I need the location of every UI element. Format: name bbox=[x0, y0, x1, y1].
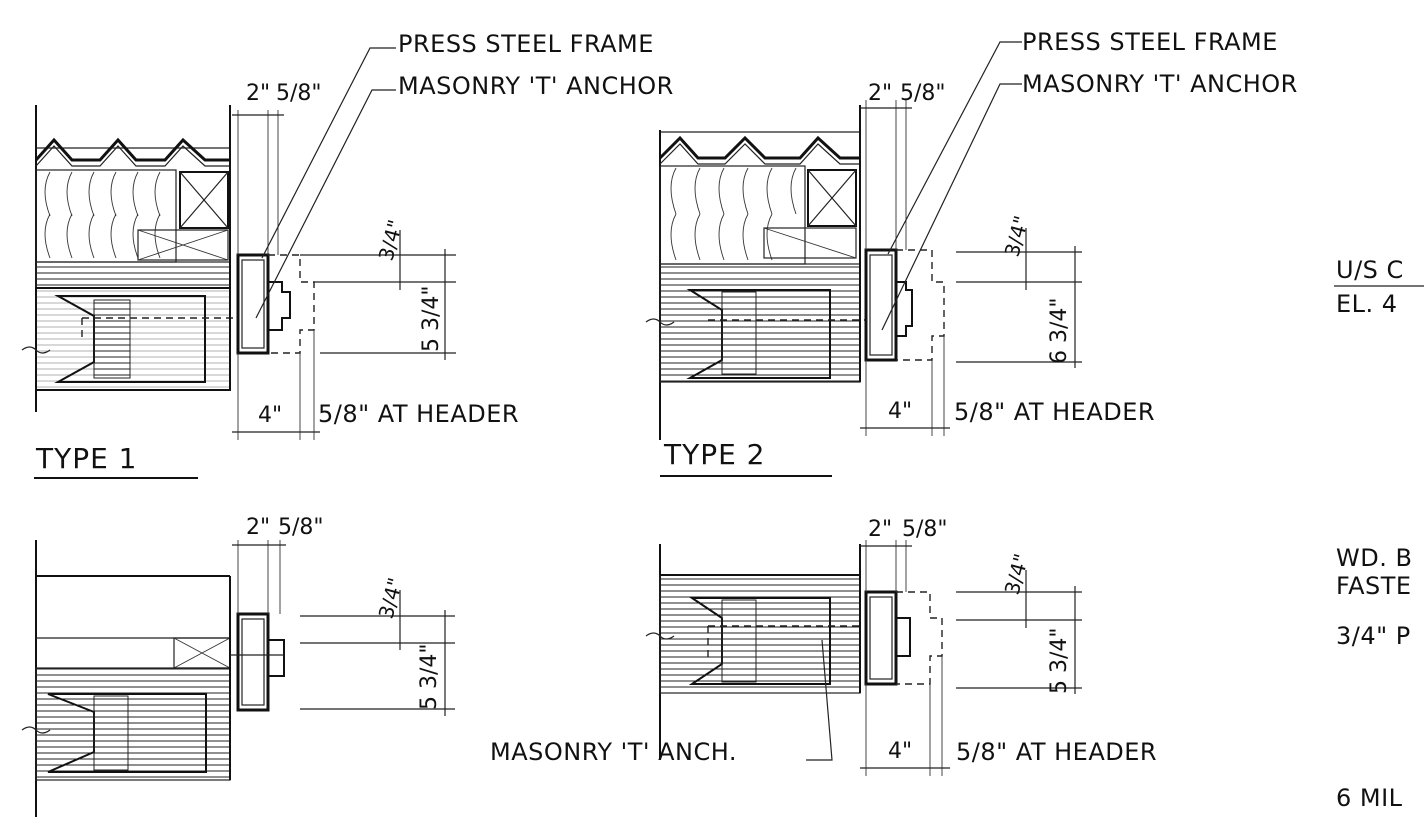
note-plywood: 3/4" P bbox=[1336, 622, 1411, 650]
note-wd-line1: WD. B bbox=[1336, 544, 1412, 572]
steel-frame bbox=[230, 612, 285, 712]
callout-masonry-anchor: MASONRY 'T' ANCH. bbox=[490, 738, 737, 766]
note-at-header: 5/8" AT HEADER bbox=[318, 400, 519, 428]
dim-5-8-inch: 5/8" bbox=[276, 81, 322, 106]
wall-assembly bbox=[21, 105, 238, 412]
right-notes: U/S C EL. 4 WD. B FASTE 3/4" P 6 MIL bbox=[1334, 256, 1424, 812]
detail-title: TYPE 1 bbox=[35, 442, 138, 475]
dim-4-inch: 4" bbox=[888, 739, 912, 764]
dim-2-inch: 2" bbox=[868, 517, 892, 542]
wall-assembly bbox=[21, 540, 231, 817]
note-at-header: 5/8" AT HEADER bbox=[956, 738, 1157, 766]
dimensions bbox=[232, 110, 456, 440]
dim-3-4-inch: 3/4" bbox=[374, 575, 408, 621]
leaders bbox=[255, 47, 396, 319]
dimensions bbox=[232, 540, 455, 716]
callout-press-steel-frame: PRESS STEEL FRAME bbox=[1022, 28, 1278, 56]
detail-type-2: PRESS STEEL FRAME MASONRY 'T' ANCHOR 2" … bbox=[645, 28, 1298, 477]
steel-frame bbox=[864, 248, 945, 362]
detail-type-4: 2" 5/8" 3/4" 5 3/4" 4" 5/8" AT HEADER MA… bbox=[490, 517, 1157, 776]
dim-2-inch: 2" bbox=[868, 81, 892, 106]
wall-assembly bbox=[645, 105, 866, 440]
dimensions bbox=[860, 100, 1082, 436]
dim-height: 5 3/4" bbox=[419, 285, 444, 352]
steel-frame bbox=[864, 590, 943, 686]
dim-3-4-inch: 3/4" bbox=[374, 217, 408, 263]
dim-5-8-inch: 5/8" bbox=[900, 81, 946, 106]
dim-2-inch: 2" bbox=[246, 81, 270, 106]
note-6-mil: 6 MIL bbox=[1336, 784, 1403, 812]
dim-height: 5 3/4" bbox=[417, 643, 442, 710]
note-el-line2: EL. 4 bbox=[1336, 290, 1398, 318]
detail-title: TYPE 2 bbox=[663, 438, 766, 471]
dim-4-inch: 4" bbox=[258, 403, 282, 428]
note-wd-line2: FASTE bbox=[1336, 572, 1412, 600]
leaders bbox=[806, 639, 833, 761]
callout-masonry-anchor: MASONRY 'T' ANCHOR bbox=[398, 72, 674, 100]
dim-height: 5 3/4" bbox=[1047, 627, 1072, 694]
note-at-header: 5/8" AT HEADER bbox=[954, 398, 1155, 426]
dim-4-inch: 4" bbox=[888, 399, 912, 424]
wall-assembly bbox=[645, 544, 861, 760]
dim-2-inch: 2" bbox=[246, 515, 270, 540]
detail-type-1: PRESS STEEL FRAME MASONRY 'T' ANCHOR 2" … bbox=[21, 30, 674, 479]
detail-type-3: 2" 5/8" 3/4" 5 3/4" bbox=[21, 515, 455, 817]
dim-5-8-inch: 5/8" bbox=[902, 517, 948, 542]
dim-3-4-inch: 3/4" bbox=[1000, 551, 1034, 597]
dimensions bbox=[860, 540, 1082, 776]
note-us-line1: U/S C bbox=[1336, 256, 1404, 284]
dim-5-8-inch: 5/8" bbox=[278, 515, 324, 540]
callout-press-steel-frame: PRESS STEEL FRAME bbox=[398, 30, 654, 58]
leaders bbox=[881, 41, 1022, 331]
dim-height: 6 3/4" bbox=[1047, 297, 1072, 364]
callout-masonry-anchor: MASONRY 'T' ANCHOR bbox=[1022, 70, 1298, 98]
steel-frame bbox=[236, 253, 315, 355]
